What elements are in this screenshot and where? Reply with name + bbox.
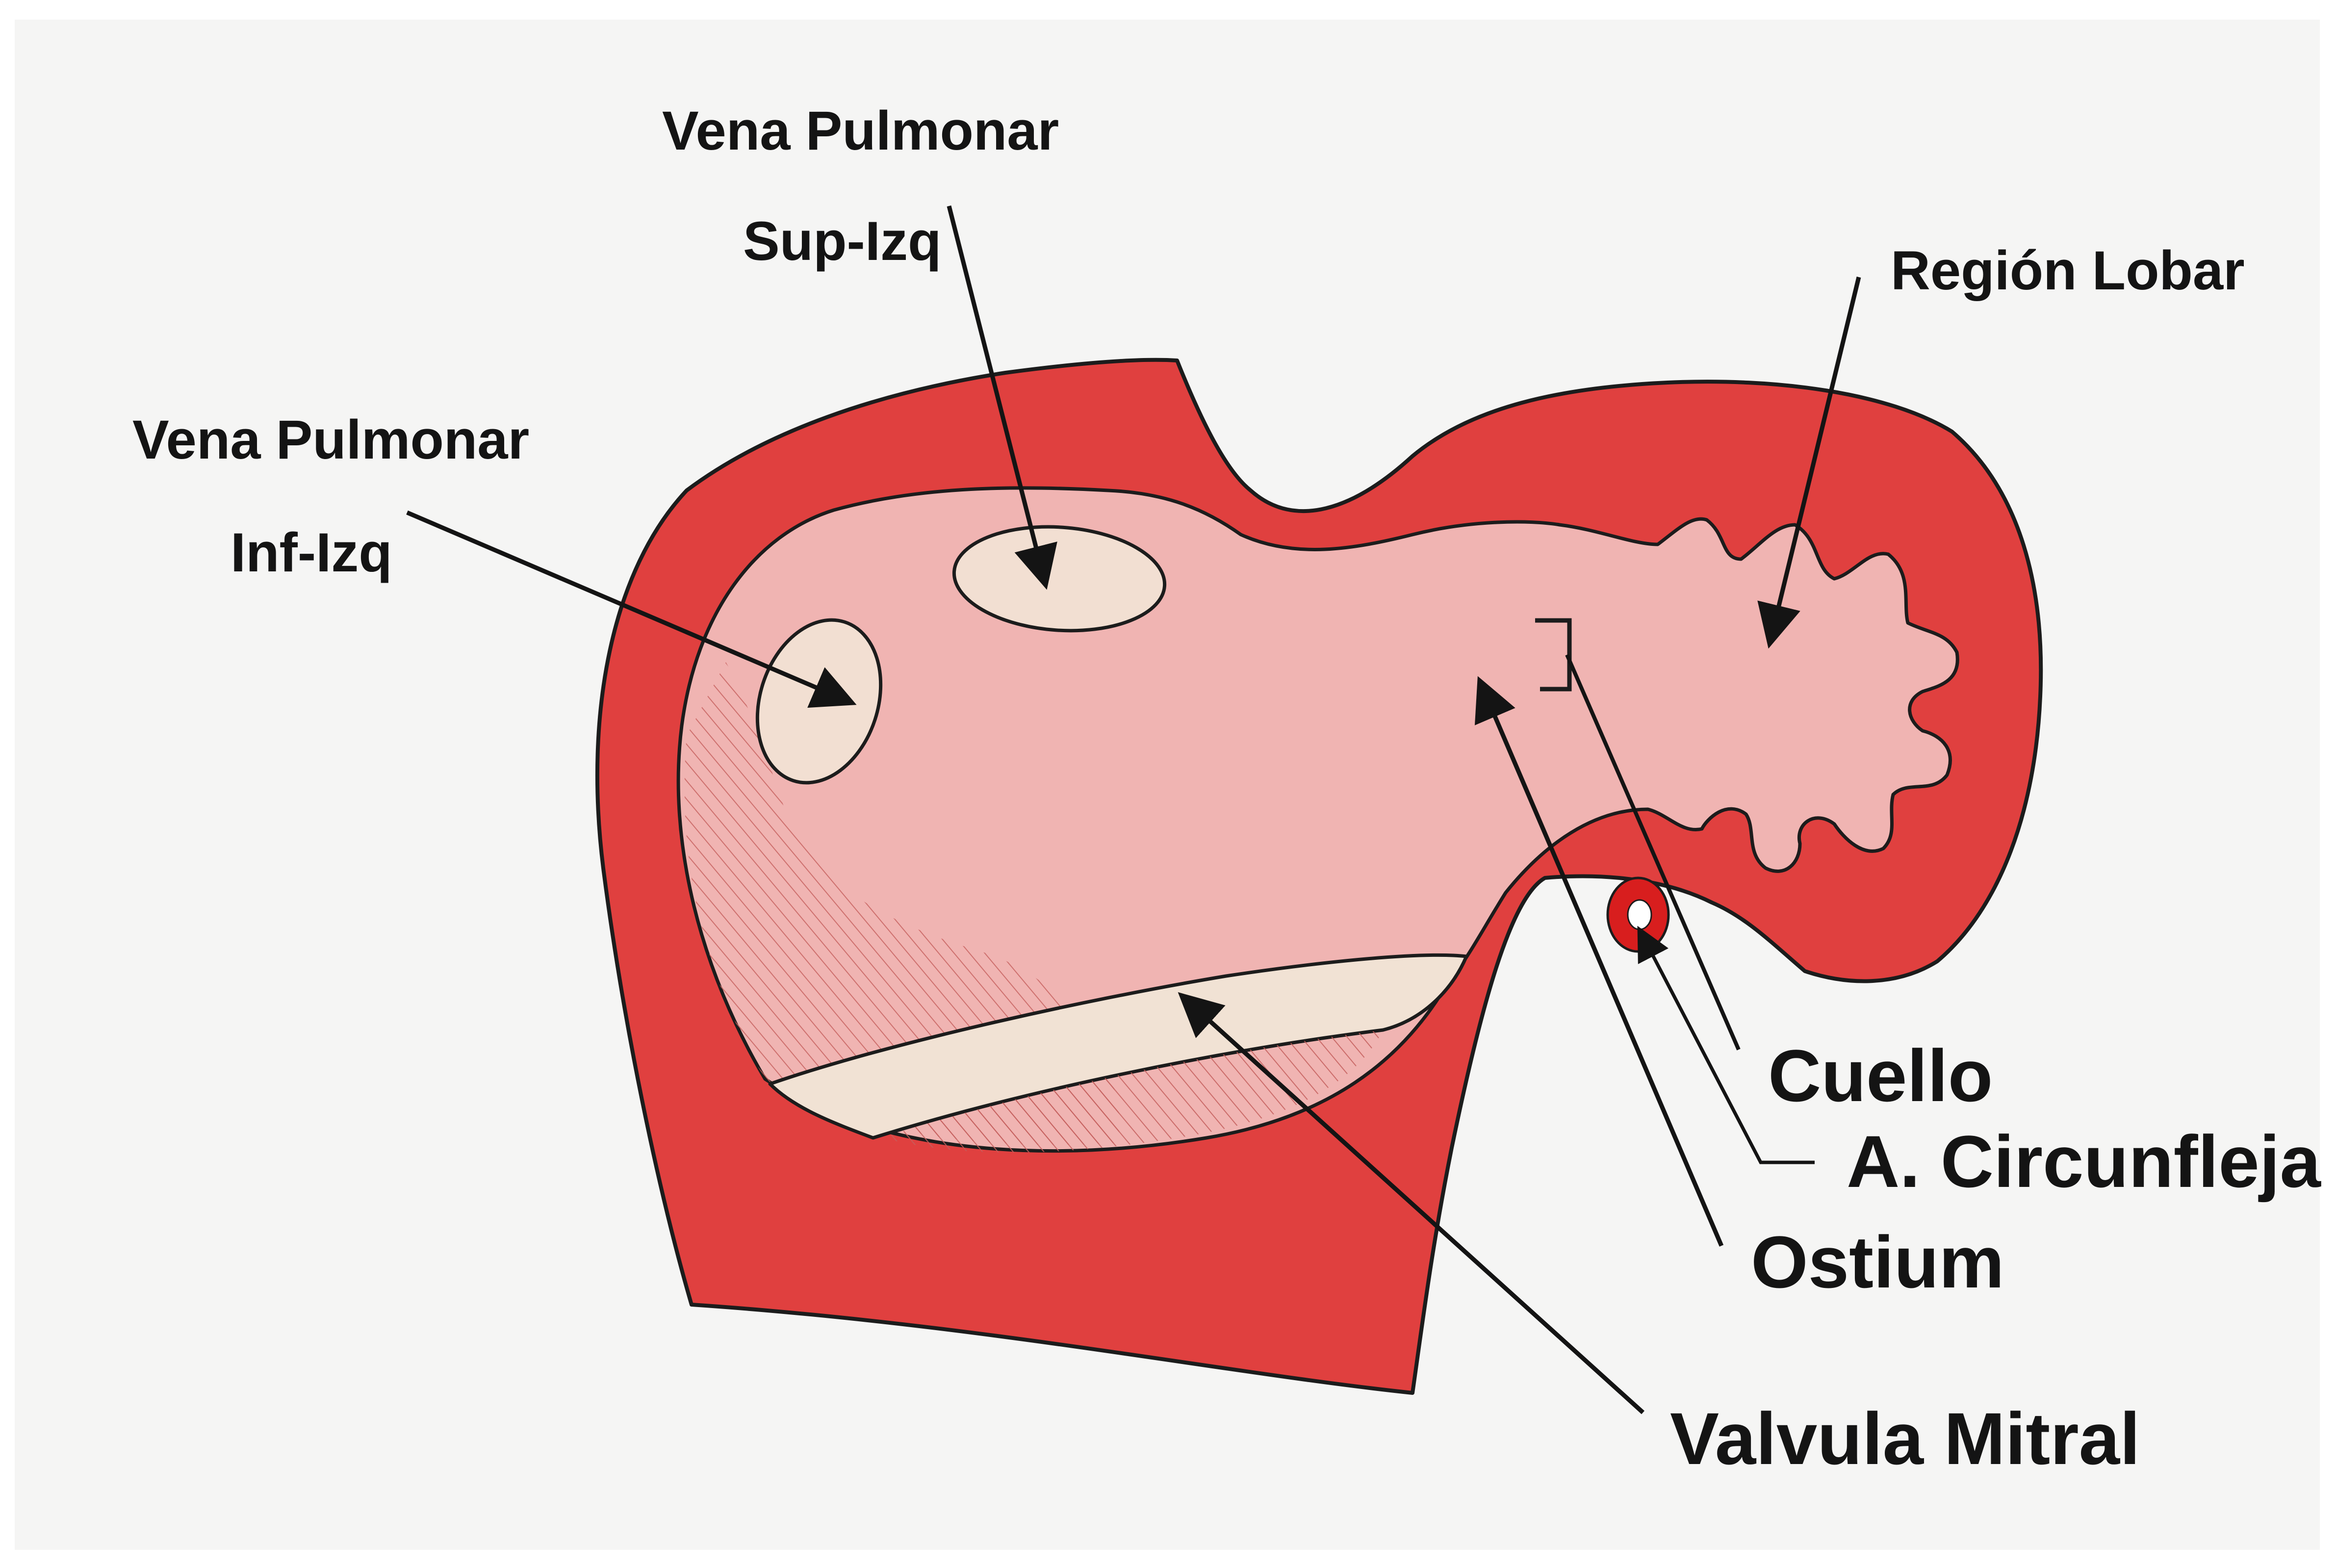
label-circunfleja: A. Circunfleja	[1847, 1120, 2321, 1203]
label-vena-inf-line1: Vena Pulmonar	[132, 409, 529, 470]
label-cuello: Cuello	[1768, 1034, 1993, 1117]
label-valvula-mitral: Valvula Mitral	[1670, 1397, 2140, 1480]
label-region-lobar: Región Lobar	[1891, 240, 2245, 301]
circumflex-artery	[1608, 878, 1669, 951]
label-vena-sup-line2: Sup-Izq	[743, 210, 941, 272]
label-vena-inf-line2: Inf-Izq	[231, 522, 392, 583]
label-vena-sup-line1: Vena Pulmonar	[662, 100, 1059, 161]
label-ostium: Ostium	[1751, 1221, 2004, 1303]
